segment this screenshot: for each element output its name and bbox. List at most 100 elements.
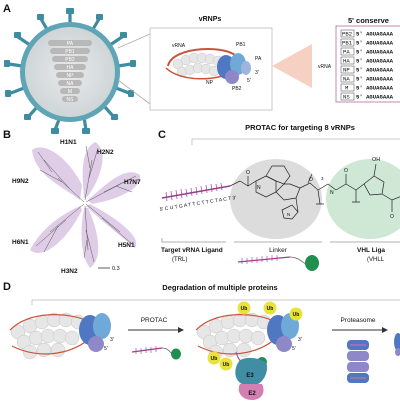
ub-label: Ub bbox=[267, 306, 274, 312]
end-3-label: 3' bbox=[255, 70, 259, 76]
np-label: NP bbox=[206, 80, 214, 86]
protac-label: PROTAC bbox=[141, 317, 168, 324]
segment-label: NS bbox=[67, 97, 75, 103]
pb2-label: PB2 bbox=[232, 86, 242, 92]
hydroxyl-group: OH bbox=[372, 157, 380, 163]
linker-structure bbox=[229, 165, 337, 220]
ether-oxygen: O bbox=[309, 177, 313, 183]
vhl-carbonyl-oxygen: O bbox=[344, 168, 348, 174]
panel-label-b: B bbox=[3, 129, 11, 141]
zoom-lines bbox=[117, 27, 273, 111]
segment-label: NA bbox=[67, 81, 75, 87]
panel-d-title: Degradation of multiple proteins bbox=[162, 283, 277, 292]
panel-c-title: PROTAC for targeting 8 vRNPs bbox=[245, 123, 355, 132]
conserved-row-seg: NS bbox=[343, 94, 350, 101]
subtype-label: H3N2 bbox=[61, 268, 78, 275]
segment-label: M bbox=[68, 89, 72, 95]
linker-region bbox=[230, 159, 322, 239]
segment-label: PB1 bbox=[65, 49, 75, 55]
vrnp-ubiquitinated bbox=[195, 312, 299, 400]
conserved-row-seg: NP bbox=[343, 67, 350, 74]
vrnps-title: vRNPs bbox=[199, 16, 222, 23]
conserved-row-seg: PB1 bbox=[342, 40, 353, 47]
e3-label: E3 bbox=[246, 373, 254, 379]
component-brackets bbox=[161, 238, 400, 243]
conserved-row-seq: 5' AGUAGAAA bbox=[356, 31, 394, 38]
vrna-side-label: vRNA bbox=[318, 64, 332, 70]
conserved-row-seq: 5' AGUAGAAA bbox=[356, 67, 394, 74]
conserved-table: PB2 5' AGUAGAAA PB1 5' AGUAGAAA PA 5' AG… bbox=[340, 29, 394, 101]
proteasome-icon bbox=[347, 340, 369, 383]
end-3-label: 3' bbox=[298, 337, 302, 343]
subtype-label: H7N7 bbox=[124, 179, 141, 186]
linker-label: Linker bbox=[269, 247, 288, 254]
phylogenetic-tree bbox=[30, 142, 141, 268]
ub-label: Ub bbox=[241, 306, 248, 312]
conserved-row-seq: 5' AGUAGAAA bbox=[356, 85, 394, 92]
vhl-carbonyl-oxygen: O bbox=[390, 214, 394, 220]
pa-label: PA bbox=[255, 56, 262, 62]
subtype-label: H2N2 bbox=[97, 149, 114, 156]
panel-d-bracket bbox=[31, 299, 400, 305]
panel-c-bracket bbox=[191, 138, 400, 145]
ub-label: Ub bbox=[223, 362, 230, 368]
proteasome-label: Proteasome bbox=[340, 317, 375, 324]
amide-nitrogen: N bbox=[330, 190, 334, 196]
conserved-row-seq: 5' AGUAGAAA bbox=[356, 76, 394, 83]
vhl-ligand-structure bbox=[335, 163, 400, 212]
process-arrow-2-head bbox=[382, 327, 388, 333]
vhl-abbr: (VHLL bbox=[367, 257, 385, 263]
conserved-row-seq: 5' AGUAGAAA bbox=[356, 40, 394, 47]
segment-label: HA bbox=[67, 65, 75, 71]
end-5-label: 5' bbox=[104, 346, 108, 352]
conserved-row-seg: M bbox=[345, 85, 348, 92]
end-5-label: 5' bbox=[247, 78, 251, 84]
segment-label: PB2 bbox=[65, 57, 75, 63]
conserved-row-seg: PB2 bbox=[342, 31, 352, 38]
end-5-label: 5' bbox=[292, 346, 296, 352]
conserved-title: 5' conserve bbox=[348, 16, 389, 25]
triazole-nitrogen: N bbox=[287, 212, 290, 217]
panel-label-a: A bbox=[3, 3, 11, 15]
target-rna-ligand bbox=[161, 182, 231, 202]
subtype-label: H9N2 bbox=[12, 178, 29, 185]
vhl-title: VHL Liga bbox=[357, 247, 385, 254]
subtype-label: H6N1 bbox=[12, 239, 29, 246]
conserved-row-seq: 5' AGUAGAAA bbox=[356, 49, 394, 56]
ub-label: Ub bbox=[211, 356, 218, 362]
ubiquitin-tags bbox=[207, 301, 303, 371]
vrnp-before bbox=[9, 312, 111, 360]
conserved-row-seq: 5' AGUAGAAA bbox=[356, 58, 394, 65]
panel-label-c: C bbox=[158, 129, 166, 141]
rna-sequence: 5' C U T G A T T C T T C T A C T 3' bbox=[159, 195, 236, 213]
protac-molecule bbox=[131, 346, 181, 360]
repeat-subscript: 3 bbox=[321, 176, 324, 181]
process-arrow-1-head bbox=[178, 327, 184, 333]
vrna-highlight bbox=[272, 44, 312, 88]
subtype-labels: H1N1 H2N2 H7N7 H9N2 H6N1 H5N1 H3N2 bbox=[12, 139, 141, 275]
ring-nitrogen: N bbox=[257, 185, 261, 191]
conserved-row-seq: 5' AGUAGAAA bbox=[356, 94, 394, 101]
scale-bar-label: 0.3 bbox=[112, 266, 120, 272]
trl-title: Target vRNA Ligand bbox=[161, 247, 223, 254]
vrnp-illustration bbox=[165, 48, 251, 84]
carbonyl-oxygen: O bbox=[246, 170, 250, 176]
ub-label: Ub bbox=[293, 312, 300, 318]
subtype-label: H1N1 bbox=[60, 139, 77, 146]
pb1-label: PB1 bbox=[236, 42, 246, 48]
segment-label: PA bbox=[67, 41, 74, 47]
conserved-row-seg: NA bbox=[343, 76, 350, 83]
conserved-row-seg: HA bbox=[343, 58, 350, 65]
end-3-label: 3' bbox=[110, 337, 114, 343]
vrna-label: vRNA bbox=[172, 43, 186, 49]
conserved-row-seg: PA bbox=[343, 49, 350, 56]
panel-label-d: D bbox=[3, 281, 11, 293]
protac-icon bbox=[237, 255, 319, 271]
degraded-fragments bbox=[394, 333, 400, 356]
influenza-virion: PA PB1 PB2 HA NP NA M NS bbox=[4, 8, 136, 134]
subtype-label: H5N1 bbox=[118, 242, 135, 249]
segment-label: NP bbox=[67, 73, 75, 79]
vhl-ligand-region bbox=[326, 159, 400, 239]
e2-label: E2 bbox=[248, 391, 256, 397]
